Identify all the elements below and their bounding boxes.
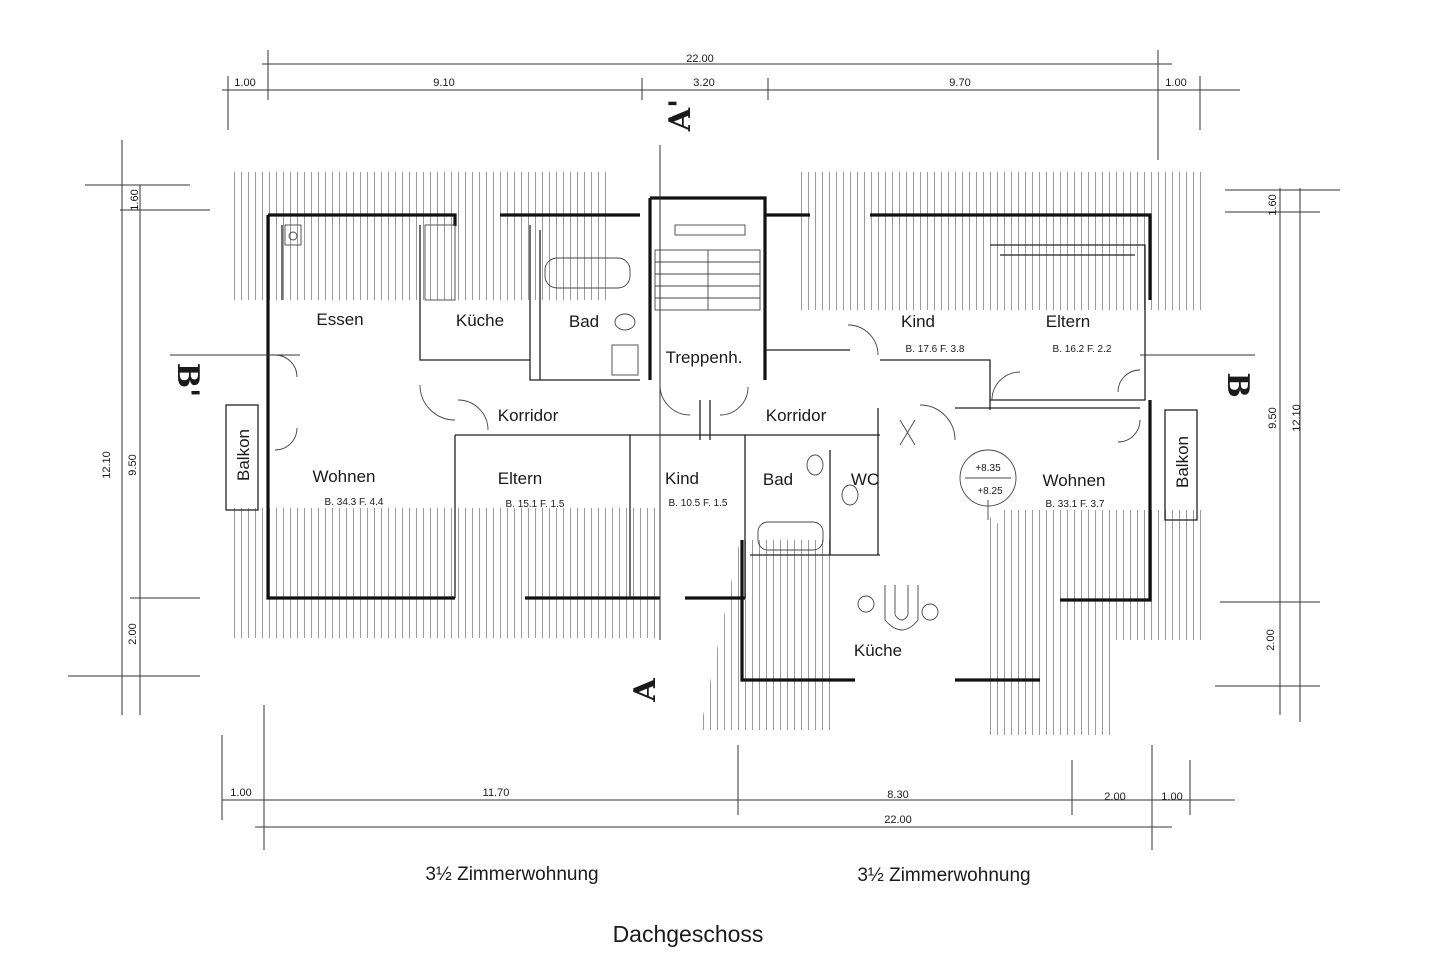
caption-left-unit: 3½ Zimmerwohnung — [425, 864, 598, 885]
dim-top-4: 9.70 — [949, 77, 970, 89]
room-kind-left-area: B. 10.5 F. 1.5 — [669, 498, 728, 509]
room-treppenhaus: Treppenh. — [666, 348, 743, 367]
dim-right-3: 12.10 — [1291, 404, 1303, 432]
room-labels: Essen Küche Bad Treppenh. Kind B. 17.6 F… — [234, 310, 1192, 660]
room-wohnen-right-area: B. 33.1 F. 3.7 — [1046, 499, 1105, 510]
room-bad-right: Bad — [763, 470, 793, 489]
room-eltern-right: Eltern — [1046, 312, 1090, 331]
dim-bottom-4: 2.00 — [1104, 791, 1125, 803]
dim-left-3: 9.50 — [127, 454, 139, 475]
level-mark-upper: +8.35 — [975, 463, 1001, 474]
dim-top-1: 1.00 — [234, 77, 255, 89]
dim-top-2: 9.10 — [433, 77, 454, 89]
exterior-walls — [266, 196, 1152, 682]
door-swings — [274, 324, 1141, 451]
section-a-top: A' — [663, 99, 698, 132]
room-kind-right: Kind — [901, 312, 935, 331]
dim-bottom-2: 11.70 — [483, 787, 510, 799]
dimension-labels: 22.00 1.00 9.10 3.20 9.70 1.00 1.00 11.7… — [101, 53, 1303, 826]
dim-right-2: 9.50 — [1267, 407, 1279, 428]
room-essen: Essen — [316, 310, 363, 329]
caption-right-unit: 3½ Zimmerwohnung — [857, 865, 1030, 886]
stair-and-fixtures — [284, 224, 1017, 631]
room-wohnen-left: Wohnen — [312, 467, 375, 486]
room-eltern-left-area: B. 15.1 F. 1.5 — [506, 499, 565, 510]
dimension-lines — [68, 50, 1340, 850]
room-wc: WC — [851, 470, 879, 489]
balconies — [225, 404, 1198, 521]
room-kueche-right: Küche — [854, 641, 902, 660]
room-korridor-left: Korridor — [498, 406, 559, 425]
dim-left-2: 12.10 — [101, 451, 113, 479]
section-b-left: B' — [170, 363, 205, 398]
interior-walls — [281, 225, 1146, 598]
section-b-right: B — [1220, 372, 1255, 397]
dim-left-1: 1.60 — [129, 189, 141, 210]
room-wohnen-left-area: B. 34.3 F. 4.4 — [325, 497, 384, 508]
room-kueche-left: Küche — [456, 311, 504, 330]
section-a-bottom: A — [628, 678, 663, 703]
section-lines — [170, 145, 1255, 640]
room-balkon-left: Balkon — [234, 429, 253, 481]
dim-bottom-1: 1.00 — [230, 787, 251, 799]
roof-hatching — [228, 172, 1205, 735]
dim-top-5: 1.00 — [1165, 77, 1186, 89]
drawing-title: Dachgeschoss — [613, 921, 764, 947]
room-kind-right-area: B. 17.6 F. 3.8 — [906, 344, 965, 355]
room-eltern-right-area: B. 16.2 F. 2.2 — [1053, 344, 1112, 355]
room-bad-left: Bad — [569, 312, 599, 331]
dim-top-3: 3.20 — [693, 77, 714, 89]
room-balkon-right: Balkon — [1173, 436, 1192, 488]
dim-bottom-5: 1.00 — [1161, 791, 1182, 803]
dim-bottom-total: 22.00 — [884, 814, 912, 826]
dim-right-1: 1.60 — [1267, 194, 1279, 215]
level-mark-lower: +8.25 — [977, 486, 1003, 497]
dim-top-total: 22.00 — [686, 53, 714, 65]
room-wohnen-right: Wohnen — [1042, 471, 1105, 490]
dim-right-4: 2.00 — [1265, 629, 1277, 650]
section-labels: A' A B' B — [170, 99, 1255, 703]
room-kind-left: Kind — [665, 469, 699, 488]
captions: 3½ Zimmerwohnung 3½ Zimmerwohnung Dachge… — [425, 864, 1030, 947]
room-korridor-right: Korridor — [766, 406, 827, 425]
dim-left-4: 2.00 — [127, 623, 139, 644]
room-eltern-left: Eltern — [498, 469, 542, 488]
dim-bottom-3: 8.30 — [887, 789, 908, 801]
